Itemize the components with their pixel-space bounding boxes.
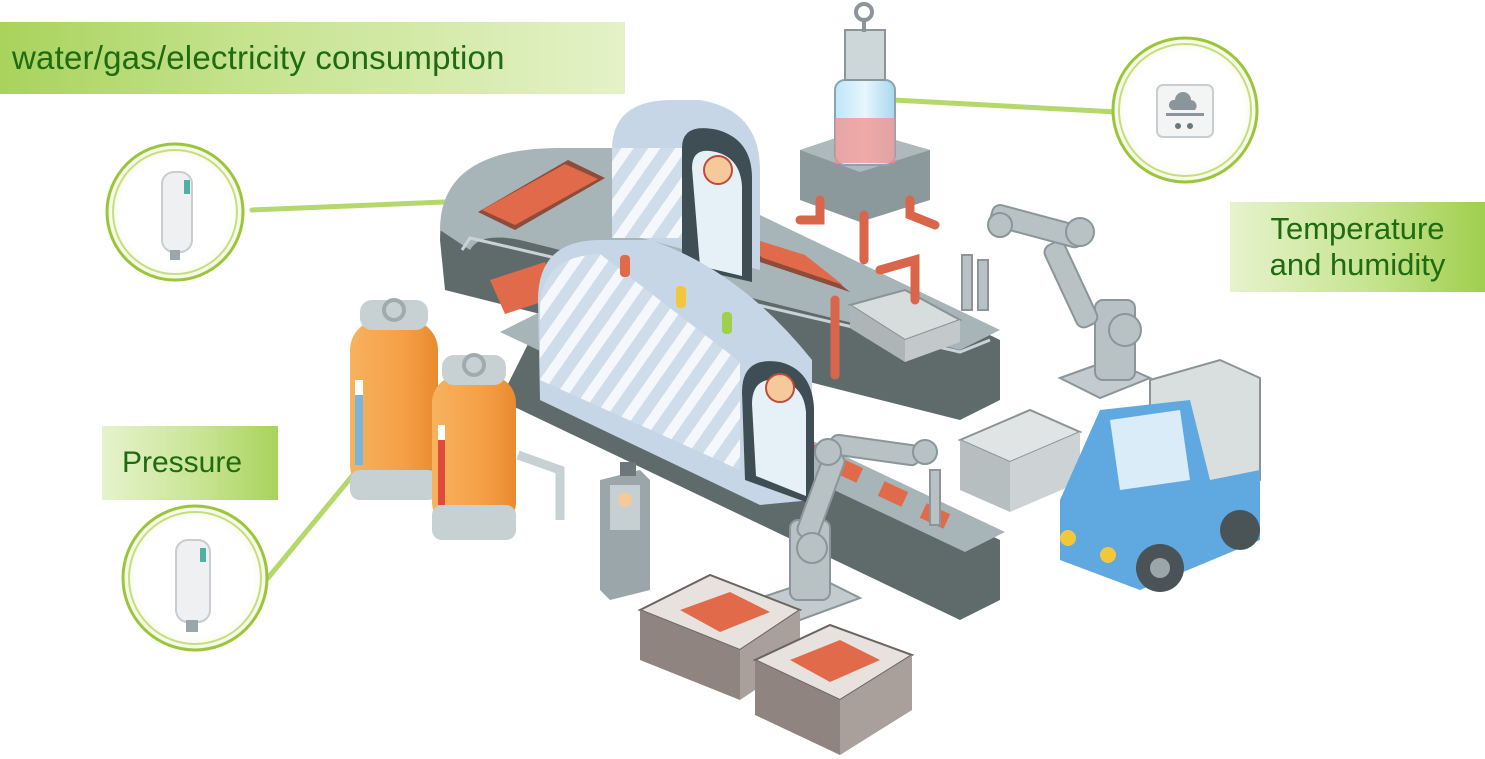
robot-arm-front	[757, 433, 941, 622]
label-temperature-humidity: Temperature and humidity	[1230, 202, 1485, 292]
label-pressure: Pressure	[102, 426, 278, 500]
pressure-sensor-icon	[175, 539, 211, 632]
label-water-text: water/gas/electricity consumption	[12, 39, 505, 76]
reactor-tower	[795, 2, 940, 380]
label-water-gas-electricity: water/gas/electricity consumption	[0, 22, 625, 94]
brick-bins	[637, 573, 915, 755]
meter-sensor-icon	[161, 171, 193, 260]
sensor-ring-temperature	[1111, 36, 1259, 184]
forklift-truck	[1060, 358, 1261, 592]
label-temperature-line2: and humidity	[1269, 247, 1446, 282]
sensor-ring-pressure	[121, 504, 269, 652]
grey-blocks	[847, 288, 963, 362]
upper-oven	[612, 100, 760, 282]
block-stack	[957, 408, 1083, 512]
robot-arm-right	[961, 204, 1153, 400]
label-pressure-text: Pressure	[122, 446, 243, 479]
sensor-ring-meter	[105, 142, 245, 282]
gas-tanks	[350, 298, 565, 540]
label-temperature-line1: Temperature	[1270, 211, 1445, 246]
temperature-humidity-sensor-icon	[1156, 84, 1214, 138]
control-panel	[600, 462, 650, 600]
front-oven	[538, 240, 814, 505]
